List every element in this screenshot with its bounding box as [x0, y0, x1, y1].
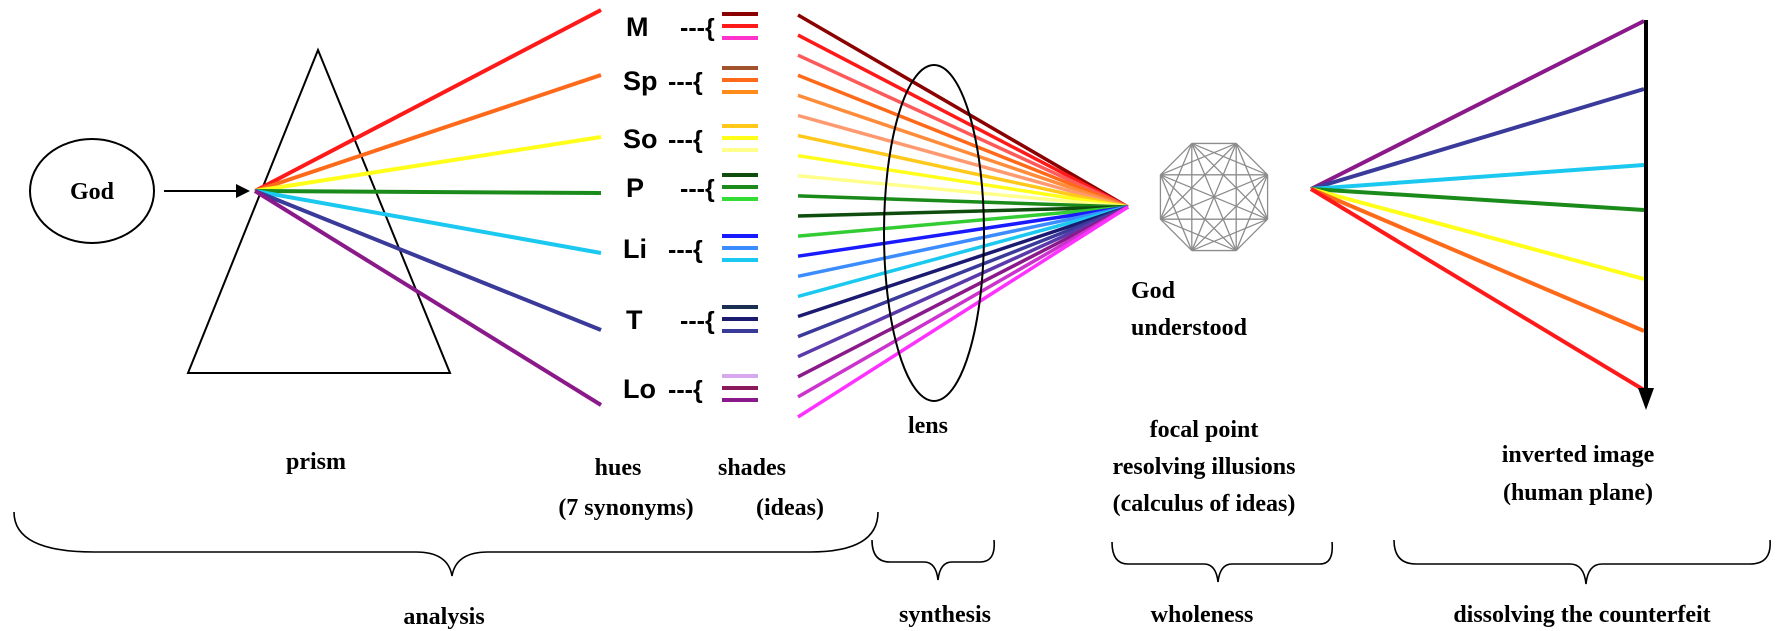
image-ray — [1310, 187, 1645, 333]
inverted-image-label: inverted image — [1502, 442, 1655, 468]
hue-letter: T — [626, 305, 643, 335]
analysis-label: analysis — [403, 604, 484, 630]
lens-label: lens — [908, 413, 948, 439]
octagon-edge — [1191, 143, 1237, 251]
hue-groups: M ---{ Sp ---{ So ---{ P ---{ Li ---{ T ---{ Lo ---{ — [623, 12, 758, 404]
lens-ray — [797, 93, 1129, 209]
wholeness-brace — [1111, 541, 1334, 583]
octagon-edge — [1159, 174, 1237, 252]
lens-ray — [797, 205, 1129, 419]
hue-letter: Sp — [623, 66, 658, 96]
resolving-illusions-label: resolving illusions — [1113, 454, 1296, 480]
hue-ray — [254, 189, 602, 332]
prism-triangle — [186, 47, 452, 374]
lens-ray — [797, 153, 1129, 209]
hue-bracket: ---{ — [680, 307, 715, 335]
lens-ray — [797, 205, 1129, 299]
wholeness-label: wholeness — [1151, 602, 1254, 628]
image-plane-arrowhead — [1638, 388, 1654, 410]
image-ray — [1310, 19, 1645, 191]
human-plane-label: (human plane) — [1503, 480, 1653, 506]
lens-ray — [797, 33, 1129, 209]
lens-ray — [797, 53, 1129, 209]
lens-ray — [797, 73, 1129, 209]
lens-ray — [797, 205, 1129, 258]
octagon-edge — [1160, 218, 1237, 252]
lens-ray — [797, 205, 1129, 238]
lens-ray — [797, 174, 1129, 209]
octagon-edge — [1191, 142, 1268, 176]
dissolving-counterfeit-label: dissolving the counterfeit — [1453, 602, 1710, 628]
god-understood-line-1: God — [1131, 278, 1176, 304]
octagon-edge — [1159, 143, 1193, 220]
image-ray — [1310, 187, 1645, 281]
lens-ray — [797, 205, 1129, 339]
shades-sub-label: (ideas) — [756, 495, 824, 521]
hue-bracket: ---{ — [668, 68, 703, 96]
shades-label: shades — [718, 455, 786, 481]
hue-letter: P — [626, 173, 644, 203]
hue-ray — [254, 189, 602, 255]
hue-letter: M — [626, 12, 649, 42]
inverted-image-fan — [1309, 19, 1646, 392]
octagon-edge — [1159, 218, 1193, 252]
god-circle — [29, 138, 155, 244]
hue-ray — [253, 189, 603, 407]
lens-ray — [797, 194, 1129, 209]
lens-ray — [797, 205, 1129, 279]
hues-label: hues — [595, 455, 642, 481]
octagon-edge — [1235, 142, 1269, 176]
hue-letter: Li — [623, 234, 647, 264]
hue-bracket: ---{ — [680, 14, 715, 42]
prism-label: prism — [286, 449, 346, 475]
god-arrow-head — [236, 184, 250, 198]
lens-ray — [797, 133, 1129, 209]
image-ray — [1310, 187, 1645, 212]
octagon-edge — [1159, 174, 1193, 251]
octagon-edge — [1191, 142, 1269, 220]
dissolving-brace — [1393, 539, 1771, 585]
hue-letter: So — [623, 124, 658, 154]
lens-ray — [797, 113, 1129, 209]
lens-ray — [797, 205, 1129, 399]
image-ray — [1310, 87, 1645, 191]
hue-ray — [254, 73, 602, 193]
converging-fan — [797, 13, 1129, 419]
image-ray — [1310, 163, 1645, 191]
octagon-edge — [1235, 218, 1269, 252]
god-label: God — [70, 179, 115, 205]
image-ray — [1309, 187, 1646, 392]
hue-bracket: ---{ — [668, 376, 703, 404]
hue-ray — [254, 135, 602, 193]
hue-letter: Lo — [623, 374, 656, 404]
octagon-edge — [1159, 142, 1237, 220]
lens-ray — [797, 205, 1129, 379]
analysis-brace — [13, 511, 879, 577]
lens-ellipse — [883, 64, 985, 402]
calculus-of-ideas-label: (calculus of ideas) — [1113, 491, 1296, 517]
hues-sub-label: (7 synonyms) — [558, 495, 693, 521]
dispersion-fan — [253, 8, 603, 407]
hue-ray — [254, 8, 602, 193]
hue-ray — [254, 189, 602, 195]
lens-ray — [797, 205, 1129, 319]
octagon-graph-icon — [1159, 142, 1269, 252]
synthesis-label: synthesis — [899, 602, 991, 628]
synthesis-brace — [871, 539, 996, 581]
lens-ray — [797, 13, 1129, 209]
hue-bracket: ---{ — [680, 175, 715, 203]
focal-point-label: focal point — [1150, 417, 1259, 443]
god-understood-line-2: understood — [1131, 315, 1248, 341]
lens-ray — [797, 205, 1129, 359]
octagon-edge — [1159, 142, 1193, 176]
hue-bracket: ---{ — [668, 236, 703, 264]
lens-ray — [797, 205, 1129, 218]
hue-bracket: ---{ — [668, 126, 703, 154]
octagon-edge — [1191, 174, 1269, 252]
